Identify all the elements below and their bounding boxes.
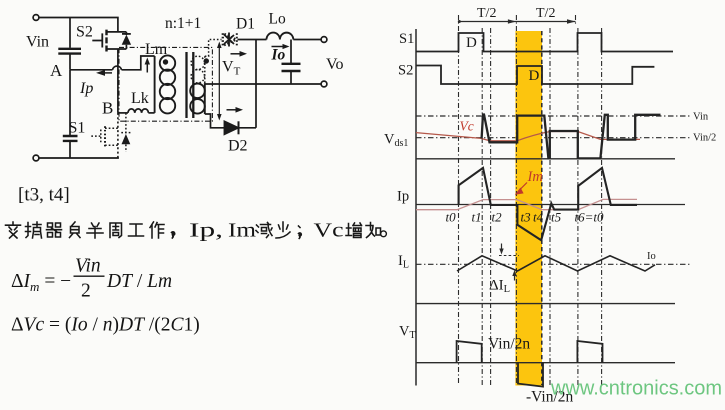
- svg-text:Vc: Vc: [314, 221, 344, 242]
- svg-text:Vo: Vo: [326, 56, 344, 73]
- svg-text:-Vin/2n: -Vin/2n: [526, 389, 574, 406]
- svg-text:ΔIL: ΔIL: [489, 278, 510, 296]
- svg-text:A: A: [50, 61, 63, 80]
- svg-text:S1: S1: [399, 31, 414, 47]
- svg-text:2: 2: [81, 281, 91, 302]
- svg-text:Vin: Vin: [693, 112, 709, 123]
- svg-text:D: D: [466, 35, 477, 51]
- svg-text:Im: Im: [527, 169, 543, 185]
- svg-text:t0: t0: [446, 210, 457, 225]
- svg-text:t5: t5: [551, 210, 562, 225]
- svg-text:Ip: Ip: [79, 80, 93, 97]
- svg-text:Io: Io: [647, 251, 656, 262]
- svg-text:www.cntronics.com: www.cntronics.com: [550, 378, 722, 400]
- svg-text:Lm: Lm: [145, 41, 168, 58]
- svg-text:n:1+1: n:1+1: [165, 15, 201, 32]
- svg-text:DT / Lm: DT / Lm: [106, 271, 172, 292]
- svg-text:Vin: Vin: [26, 34, 49, 51]
- svg-text:Lk: Lk: [131, 90, 149, 107]
- svg-text:IL: IL: [398, 253, 409, 271]
- svg-text:D2: D2: [228, 138, 248, 155]
- svg-text:Vds1: Vds1: [384, 132, 408, 150]
- svg-text:Vin: Vin: [75, 256, 101, 277]
- svg-text:ΔIm = −: ΔIm = −: [11, 271, 71, 294]
- svg-text:t1: t1: [472, 210, 482, 225]
- svg-text:Ip: Ip: [397, 189, 409, 205]
- svg-text:VT: VT: [399, 324, 416, 342]
- svg-text:S1: S1: [69, 120, 86, 137]
- svg-text:S2: S2: [76, 24, 93, 41]
- svg-text:D1: D1: [236, 16, 255, 33]
- svg-text:D: D: [529, 68, 540, 84]
- svg-text:Vin/2: Vin/2: [693, 133, 716, 144]
- svg-text:Vc: Vc: [460, 119, 474, 134]
- svg-text:Ip,: Ip,: [189, 221, 223, 242]
- svg-text:t3: t3: [521, 210, 532, 225]
- svg-text:T/2: T/2: [477, 6, 496, 21]
- svg-text:T/2: T/2: [536, 6, 555, 21]
- svg-text:ΔVc = (Io / n)DT /(2C1): ΔVc = (Io / n)DT /(2C1): [11, 315, 200, 336]
- svg-text:t2: t2: [492, 210, 503, 225]
- svg-text:Lo: Lo: [269, 11, 286, 28]
- svg-text:B: B: [102, 99, 113, 118]
- svg-text:Im: Im: [228, 221, 256, 242]
- svg-text:VT: VT: [222, 59, 241, 78]
- svg-text:Vin/2n: Vin/2n: [488, 336, 530, 353]
- svg-text:S2: S2: [398, 63, 413, 79]
- svg-text:t4: t4: [533, 210, 544, 225]
- svg-text:t6=t0: t6=t0: [575, 210, 604, 225]
- svg-text:Io: Io: [271, 47, 286, 64]
- svg-text:[t3, t4]: [t3, t4]: [18, 185, 70, 206]
